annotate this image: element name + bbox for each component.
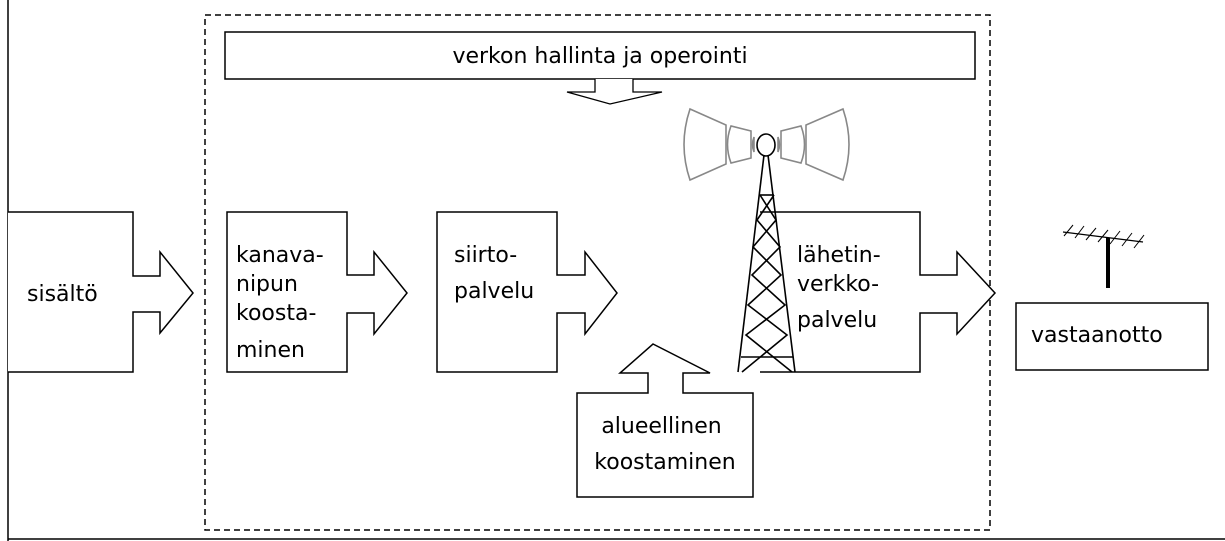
transfer-line-1: siirto- bbox=[454, 243, 517, 268]
content-arrow-shape bbox=[8, 211, 194, 373]
regional-label: alueellinen koostaminen bbox=[594, 414, 735, 475]
management-label: verkon hallinta ja operointi bbox=[452, 44, 747, 69]
content-label: sisältö bbox=[27, 282, 98, 307]
tower-icon bbox=[737, 154, 796, 373]
reception-box bbox=[1015, 302, 1209, 371]
multiplex-label: kanava- nipun koosta- minen bbox=[236, 243, 331, 363]
multiplex-line-4: minen bbox=[236, 338, 305, 363]
transmitter-line-3: palvelu bbox=[797, 308, 877, 333]
multiplex-line-3: koosta- bbox=[236, 301, 316, 326]
transmitter-line-1: lähetin- bbox=[797, 243, 881, 268]
radio-waves-icon bbox=[683, 107, 850, 182]
transmitter-line-2: verkko- bbox=[797, 272, 879, 297]
transfer-line-2: palvelu bbox=[454, 279, 534, 304]
management-box bbox=[224, 31, 976, 80]
transfer-label: siirto- palvelu bbox=[454, 243, 534, 304]
transmitter-arrow-shape bbox=[760, 211, 997, 373]
reception-label: vastaanotto bbox=[1031, 323, 1163, 348]
regional-arrow-shape bbox=[576, 343, 754, 498]
multiplex-arrow-shape bbox=[226, 211, 408, 373]
multiplex-line-2: nipun bbox=[236, 272, 298, 297]
transmitter-label: lähetin- verkko- palvelu bbox=[797, 243, 888, 333]
regional-line-1: alueellinen bbox=[601, 414, 721, 439]
tower-top-icon bbox=[756, 133, 776, 157]
antenna-icon bbox=[1062, 224, 1145, 288]
regional-line-2: koostaminen bbox=[594, 450, 735, 475]
management-down-arrow bbox=[566, 79, 663, 105]
network-boundary bbox=[204, 14, 991, 531]
transfer-arrow-shape bbox=[436, 211, 618, 373]
multiplex-line-1: kanava- bbox=[236, 243, 324, 268]
